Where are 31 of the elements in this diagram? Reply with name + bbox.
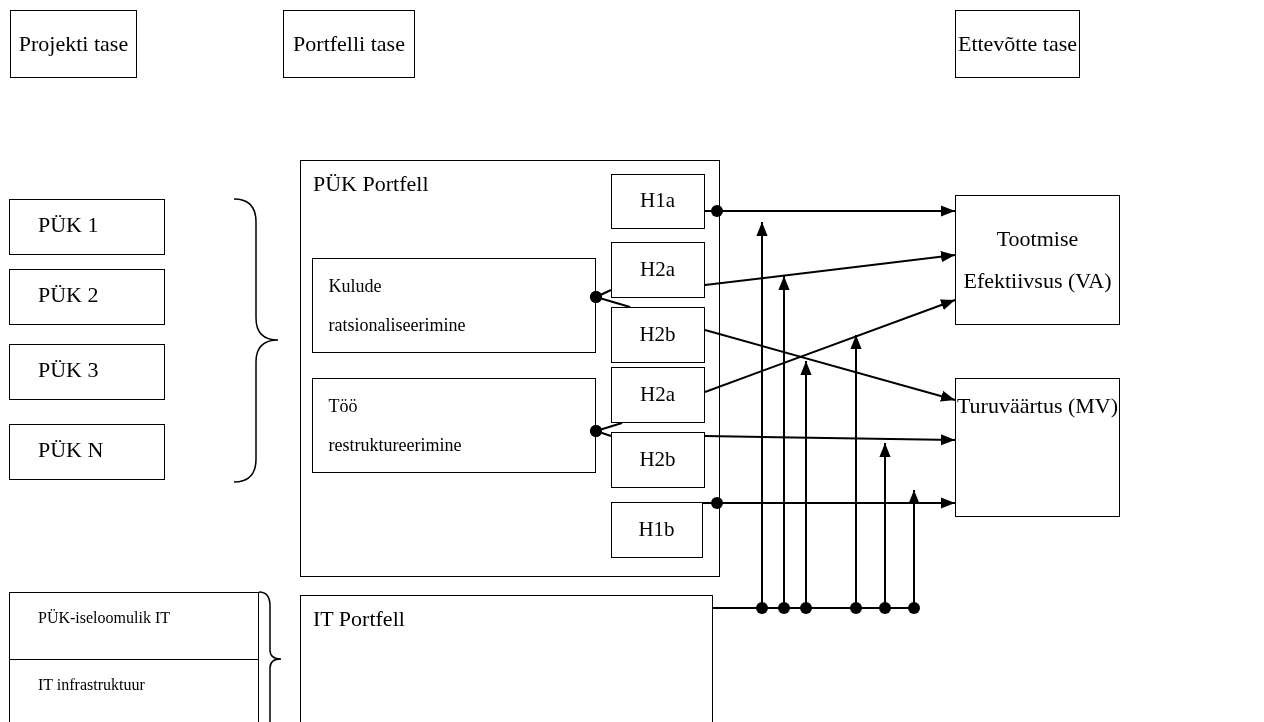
- hypothesis-box: H2a: [610, 241, 705, 298]
- connector-line: [590, 291, 631, 308]
- arrow: [704, 299, 956, 393]
- hypothesis-box: H1a: [610, 173, 705, 229]
- hypothesis-box: H1b: [610, 501, 703, 558]
- table-row: IT infrastruktuur: [9, 659, 259, 722]
- project-box: PÜK 3: [9, 344, 165, 400]
- project-box: PÜK N: [9, 424, 165, 480]
- group-title: PÜK Portfell: [313, 171, 429, 197]
- level-header-box: Portfelli tase: [283, 10, 415, 78]
- project-box: PÜK 2: [9, 269, 165, 325]
- portfolio-panel: [300, 595, 713, 722]
- arrow: [704, 251, 956, 286]
- process-box: Kulude ratsionaliseerimine: [311, 257, 596, 353]
- outcome-box: Tootmise Efektiivsus (VA): [955, 195, 1120, 325]
- connector-line: [590, 425, 612, 437]
- level-header-box: Projekti tase: [10, 10, 137, 78]
- portfolio-panel: [300, 160, 720, 577]
- outcome-box: Turuväärtus (MV): [955, 378, 1120, 517]
- hypothesis-box: H2b: [610, 431, 705, 488]
- level-header-box: Ettevõtte tase: [955, 10, 1080, 78]
- hypothesis-box: H2b: [610, 306, 705, 363]
- arrow: [704, 205, 956, 217]
- process-box: Töö restruktureerimine: [311, 377, 596, 473]
- arrow: [702, 497, 956, 509]
- arrow: [704, 329, 956, 402]
- arrow: [704, 434, 956, 446]
- hypothesis-box: H2a: [610, 366, 705, 423]
- table-row: PÜK-iseloomulik IT: [9, 592, 259, 660]
- group-title: IT Portfell: [313, 606, 405, 632]
- project-box: PÜK 1: [9, 199, 165, 255]
